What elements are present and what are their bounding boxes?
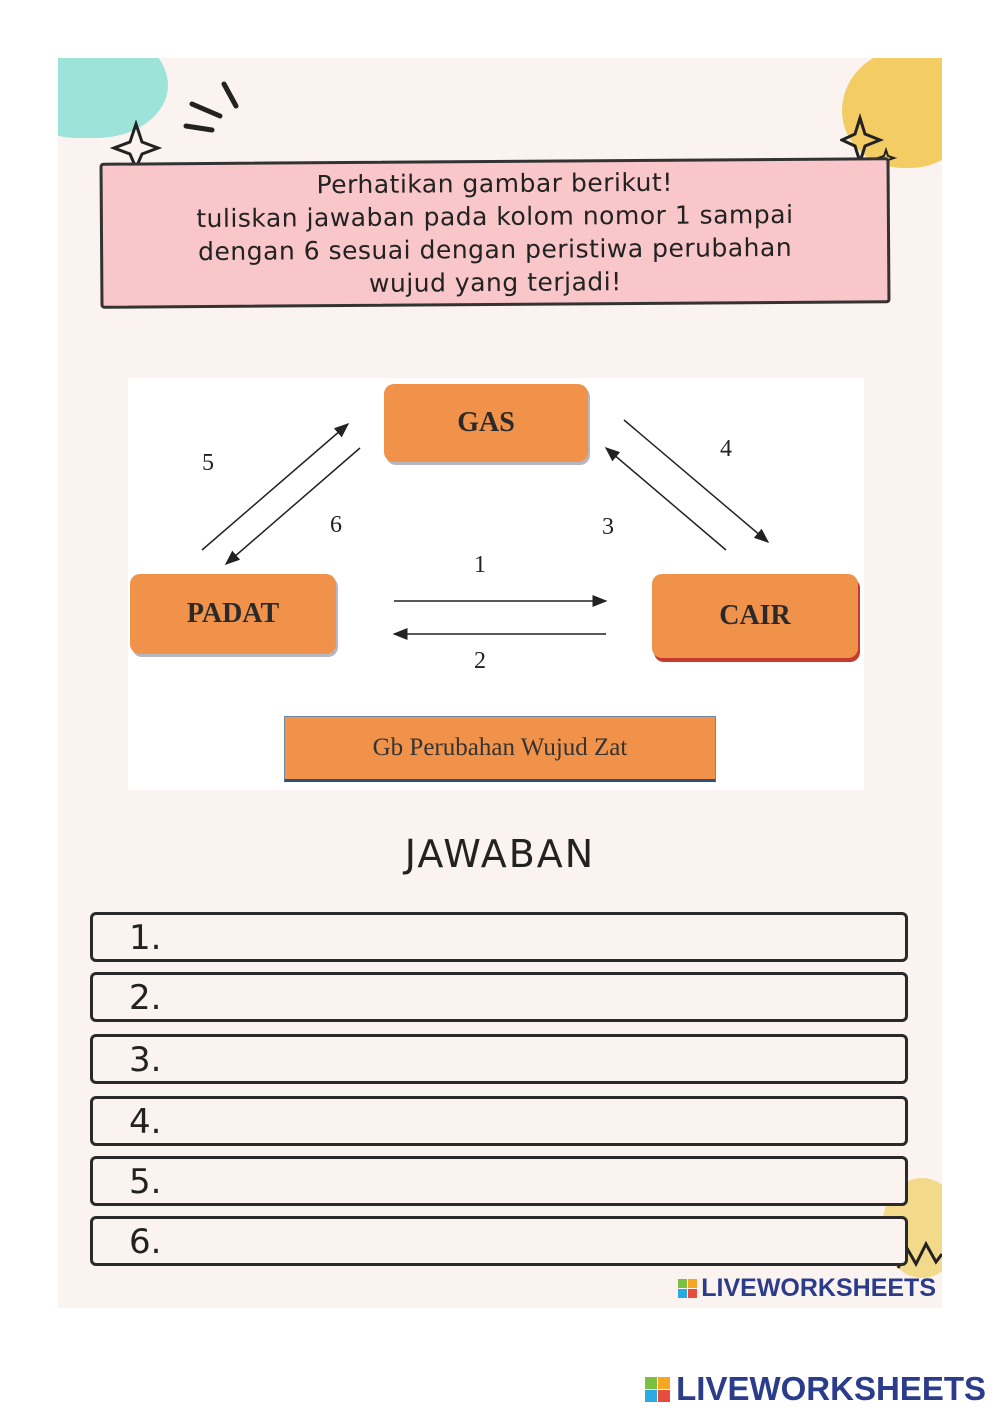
liveworksheets-text: LIVEWORKSHEETS	[701, 1274, 936, 1303]
state-gas-box: GAS	[384, 384, 588, 462]
arrow-3	[606, 448, 726, 550]
answer-title: JAWABAN	[0, 832, 1000, 876]
answer-field-2[interactable]: 2.	[90, 972, 908, 1022]
answer-field-1[interactable]: 1.	[90, 912, 908, 962]
instruction-line-2: tuliskan jawaban pada kolom nomor 1 samp…	[196, 198, 793, 235]
answer-number: 2.	[129, 975, 161, 1021]
state-padat-box: PADAT	[130, 574, 336, 654]
label-number-6: 6	[330, 512, 342, 539]
label-number-5: 5	[202, 450, 214, 477]
label-number-1: 1	[474, 552, 486, 579]
answer-number: 3.	[129, 1037, 161, 1083]
liveworksheets-logo-small: LIVEWORKSHEETS	[678, 1274, 936, 1303]
instruction-line-1: Perhatikan gambar berikut!	[316, 166, 673, 201]
answer-number: 5.	[129, 1159, 161, 1205]
answer-field-4[interactable]: 4.	[90, 1096, 908, 1146]
arrow-6	[226, 448, 360, 564]
label-number-2: 2	[474, 648, 486, 675]
instruction-line-3: dengan 6 sesuai dengan peristiwa perubah…	[198, 231, 792, 268]
liveworksheets-logo-icon	[645, 1377, 670, 1402]
label-number-3: 3	[602, 514, 614, 541]
instruction-line-4: wujud yang terjadi!	[369, 265, 622, 300]
diagram-caption: Gb Perubahan Wujud Zat	[284, 716, 716, 782]
answer-number: 6.	[129, 1219, 161, 1265]
liveworksheets-logo-large: LIVEWORKSHEETS	[645, 1370, 986, 1408]
answer-field-5[interactable]: 5.	[90, 1156, 908, 1206]
phase-change-diagram: GAS PADAT CAIR 5 6 4 3 1 2 Gb Perubahan …	[128, 378, 864, 790]
instruction-banner: Perhatikan gambar berikut! tuliskan jawa…	[99, 157, 890, 309]
arrow-5	[202, 424, 348, 550]
answer-field-6[interactable]: 6.	[90, 1216, 908, 1266]
liveworksheets-logo-icon	[678, 1279, 697, 1298]
answer-field-3[interactable]: 3.	[90, 1034, 908, 1084]
label-number-4: 4	[720, 436, 732, 463]
answer-number: 4.	[129, 1099, 161, 1145]
liveworksheets-text: LIVEWORKSHEETS	[676, 1370, 986, 1408]
answer-number: 1.	[129, 915, 161, 961]
state-cair-box: CAIR	[652, 574, 858, 658]
